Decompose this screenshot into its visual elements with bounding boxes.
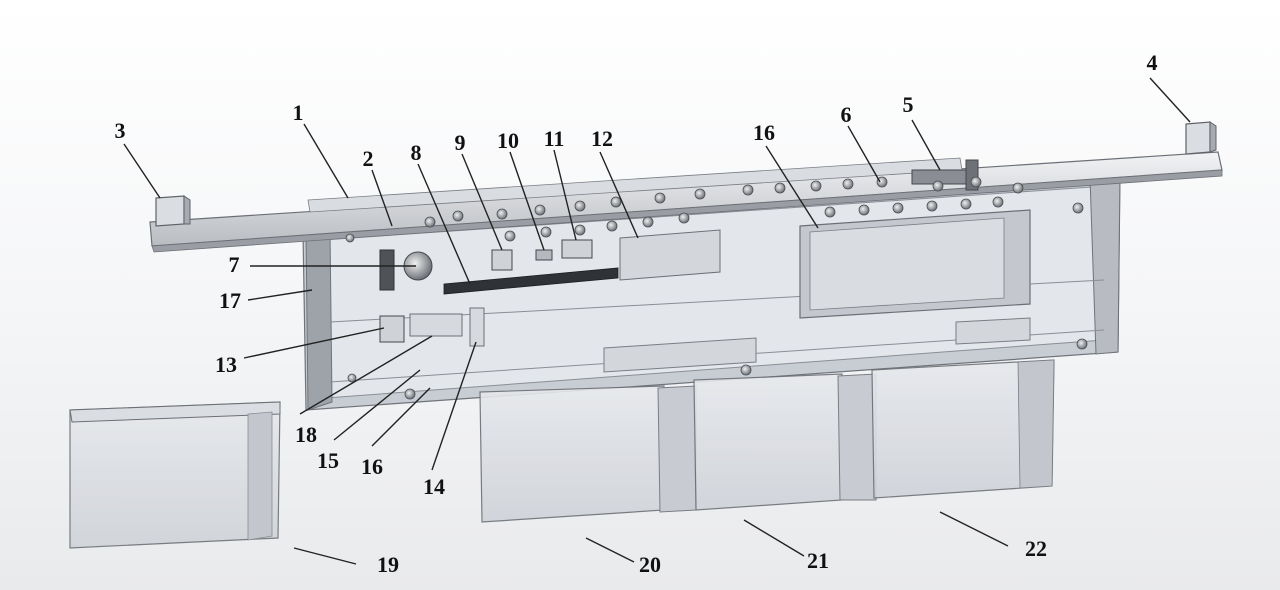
callout-16-bottom: 16 — [361, 454, 383, 479]
bin-box-19 — [69, 401, 281, 549]
callout-8: 8 — [411, 140, 422, 165]
callout-15: 15 — [317, 448, 339, 473]
callout-9: 9 — [455, 130, 466, 155]
callout-10: 10 — [497, 128, 519, 153]
screw-row — [345, 176, 1088, 400]
callout-18: 18 — [295, 422, 317, 447]
callout-19: 19 — [377, 552, 399, 577]
callout-21: 21 — [807, 548, 829, 573]
callout-3: 3 — [115, 118, 126, 143]
callout-11: 11 — [544, 126, 565, 151]
callout-12: 12 — [591, 126, 613, 151]
callout-17: 17 — [219, 288, 241, 313]
callout-14: 14 — [423, 474, 445, 499]
end-block-left — [155, 195, 191, 227]
callout-1: 1 — [293, 100, 304, 125]
callout-2: 2 — [363, 146, 374, 171]
bin-box-21 — [693, 373, 877, 511]
callout-20: 20 — [639, 552, 661, 577]
internal-components — [379, 209, 1031, 373]
callout-5: 5 — [903, 92, 914, 117]
bin-box-20 — [479, 385, 697, 523]
callout-22: 22 — [1025, 536, 1047, 561]
end-block-right — [1185, 121, 1217, 155]
callout-13: 13 — [215, 352, 237, 377]
callout-6: 6 — [841, 102, 852, 127]
callout-7: 7 — [229, 252, 240, 277]
callout-16-top: 16 — [753, 120, 775, 145]
leader-lines — [123, 77, 1191, 565]
callout-labels: 1 2 3 4 5 6 7 8 9 10 11 12 13 14 15 16 1… — [115, 50, 1158, 577]
callout-4: 4 — [1147, 50, 1158, 75]
bin-box-22 — [871, 359, 1055, 499]
